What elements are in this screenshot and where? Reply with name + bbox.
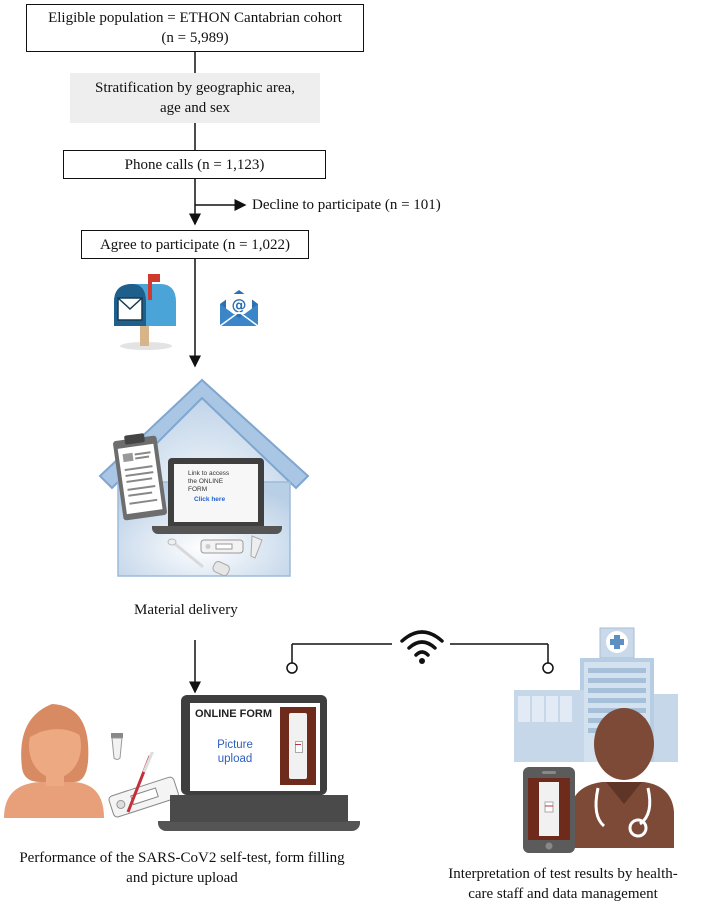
woman-avatar-icon [4, 704, 104, 818]
house-screen-line3: FORM [188, 486, 208, 493]
interpretation-caption-line1: Interpretation of test results by health… [448, 866, 678, 882]
material-delivery-caption: Material delivery [134, 602, 238, 618]
house-laptop-screen: Link to access the ONLINE FORM Click her… [174, 464, 258, 522]
agree-box: Agree to participate (n = 1,022) [81, 230, 309, 259]
phone-icon [523, 767, 575, 853]
selftest-caption-line2: and picture upload [126, 870, 238, 886]
interpretation-caption-line2: care staff and data management [468, 886, 658, 902]
agree-label: Agree to participate (n = 1,022) [99, 237, 291, 253]
stratification-box: Stratification by geographic area, age a… [70, 73, 320, 123]
house-screen-link[interactable]: Click here [194, 496, 226, 503]
picture-upload-line1: Picture [217, 739, 253, 751]
uploaded-photo [280, 707, 316, 785]
decline-label: Decline to participate (n = 101) [252, 197, 441, 213]
email-icon: @ [219, 290, 259, 327]
stratification-line2: age and sex [160, 100, 230, 116]
doctor-icon [570, 708, 674, 848]
swab-icon [167, 538, 204, 568]
wipe-icon [212, 560, 230, 577]
selftest-cassette-icon [108, 752, 179, 818]
eligible-population-box: Eligible population = ETHON Cantabrian c… [26, 4, 364, 52]
svg-text:@: @ [232, 296, 247, 314]
phone-calls-box: Phone calls (n = 1,123) [63, 150, 326, 179]
interpretation-caption: Interpretation of test results by health… [420, 864, 706, 904]
selftest-laptop-keyboard [170, 795, 348, 822]
eligible-line1: Eligible population = ETHON Cantabrian c… [48, 10, 342, 26]
sample-tube-icon [111, 733, 123, 760]
mailbox-icon [114, 274, 176, 350]
phone-calls-label: Phone calls (n = 1,123) [124, 157, 265, 173]
wifi-icon [400, 630, 444, 664]
selftest-laptop-screen: ONLINE FORM Picture upload [190, 703, 320, 791]
picture-upload-line2: upload [217, 753, 253, 765]
stratification-line1: Stratification by geographic area, [95, 80, 295, 96]
clipboard-icon [113, 433, 167, 521]
house-screen-line2: the ONLINE [188, 478, 224, 485]
tube-icon [250, 535, 263, 559]
online-form-title: ONLINE FORM [195, 708, 272, 720]
eligible-line2: (n = 5,989) [161, 30, 229, 46]
house-laptop-base [152, 526, 282, 534]
test-cassette-icon [200, 539, 244, 554]
picture-upload-text[interactable]: Picture upload [200, 738, 270, 766]
house-screen-line1: Link to access [188, 470, 230, 477]
selftest-laptop-base [158, 821, 360, 831]
selftest-caption-line1: Performance of the SARS-CoV2 self-test, … [19, 850, 345, 866]
selftest-caption: Performance of the SARS-CoV2 self-test, … [0, 848, 364, 888]
